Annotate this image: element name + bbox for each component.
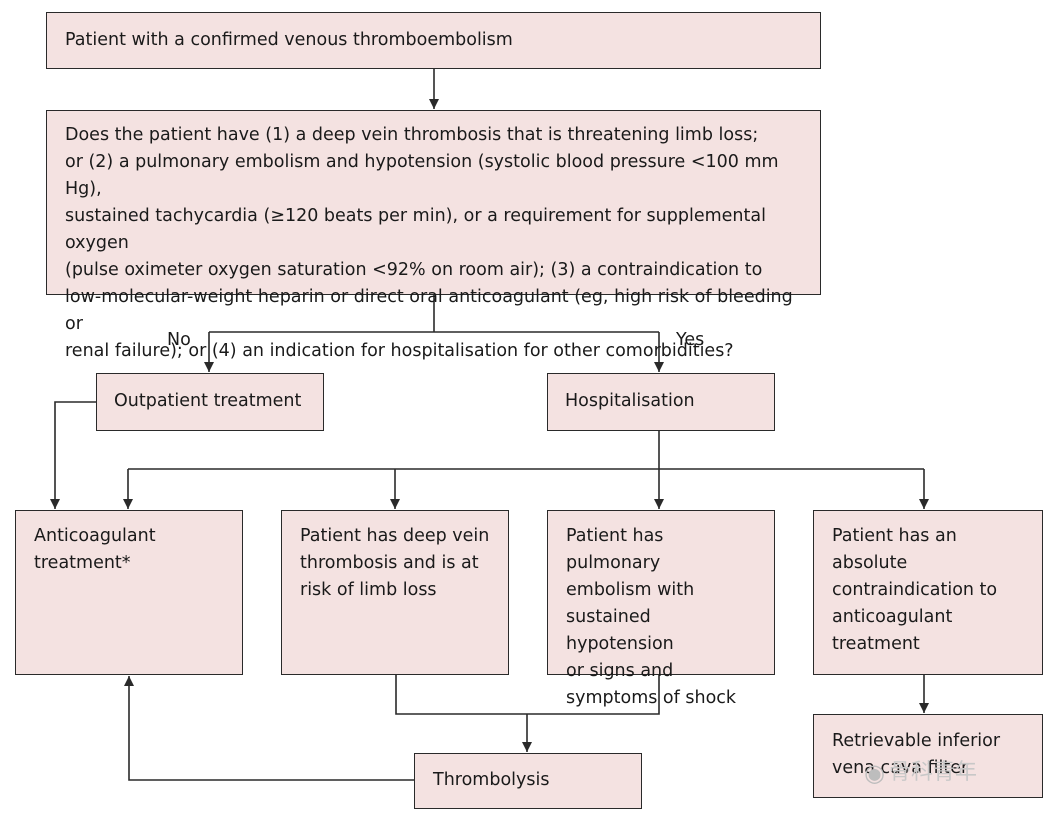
watermark: ◉ 骨科青年 xyxy=(864,758,977,788)
arrow-outpatient-to-anticoagulant xyxy=(50,401,96,509)
box-confirmed-vte-text: Patient with a confirmed venous thromboe… xyxy=(65,30,513,50)
box-anticoagulant-text: Anticoagulant treatment* xyxy=(34,526,156,573)
box-anticoagulant-treatment: Anticoagulant treatment* xyxy=(15,510,243,675)
box-dvt-text: Patient has deep vein thrombosis and is … xyxy=(300,526,490,600)
box-hospitalisation-text: Hospitalisation xyxy=(565,391,695,411)
box-hospitalisation: Hospitalisation xyxy=(547,373,775,431)
box-ivc-filter-text: Retrievable inferior vena cava filter xyxy=(832,731,1001,778)
box-thrombolysis-text: Thrombolysis xyxy=(433,770,550,790)
box-contraindication: Patient has an absolute contraindication… xyxy=(813,510,1043,675)
label-no: No xyxy=(167,330,191,350)
arrow-thrombolysis-to-anticoagulant xyxy=(124,676,414,781)
box-outpatient-text: Outpatient treatment xyxy=(114,391,302,411)
box-pe-text: Patient has pulmonary embolism with sust… xyxy=(566,526,737,708)
wechat-icon: ◉ xyxy=(864,759,885,787)
box-hospitalisation-criteria-question: Does the patient have (1) a deep vein th… xyxy=(46,110,821,361)
box-question-text: Does the patient have (1) a deep vein th… xyxy=(65,125,793,361)
box-pe-shock: Patient has pulmonary embolism with sust… xyxy=(547,510,775,708)
watermark-text: 骨科青年 xyxy=(888,760,977,785)
box-contraindication-text: Patient has an absolute contraindication… xyxy=(832,526,998,654)
box-ivc-filter: Retrievable inferior vena cava filter xyxy=(813,714,1043,798)
box-outpatient-treatment: Outpatient treatment xyxy=(96,373,324,431)
box-confirmed-vte: Patient with a confirmed venous thromboe… xyxy=(46,12,821,69)
box-dvt-limb-loss: Patient has deep vein thrombosis and is … xyxy=(281,510,509,675)
label-yes: Yes xyxy=(676,330,705,350)
box-thrombolysis: Thrombolysis xyxy=(414,753,642,809)
